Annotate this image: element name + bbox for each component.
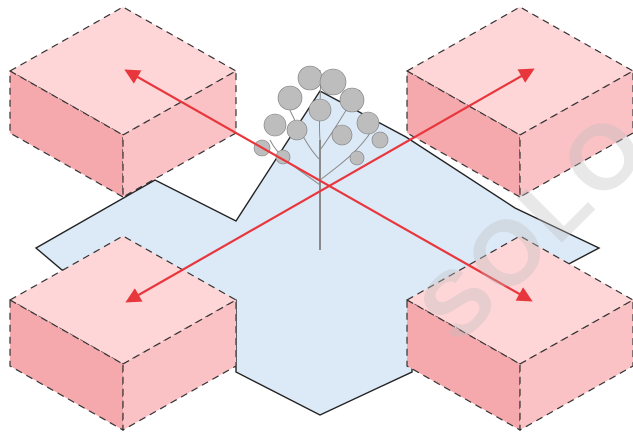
diagonal-arrows: [124, 68, 535, 303]
arrowhead-icon: [125, 68, 535, 303]
block-top-left: [8, 6, 238, 199]
